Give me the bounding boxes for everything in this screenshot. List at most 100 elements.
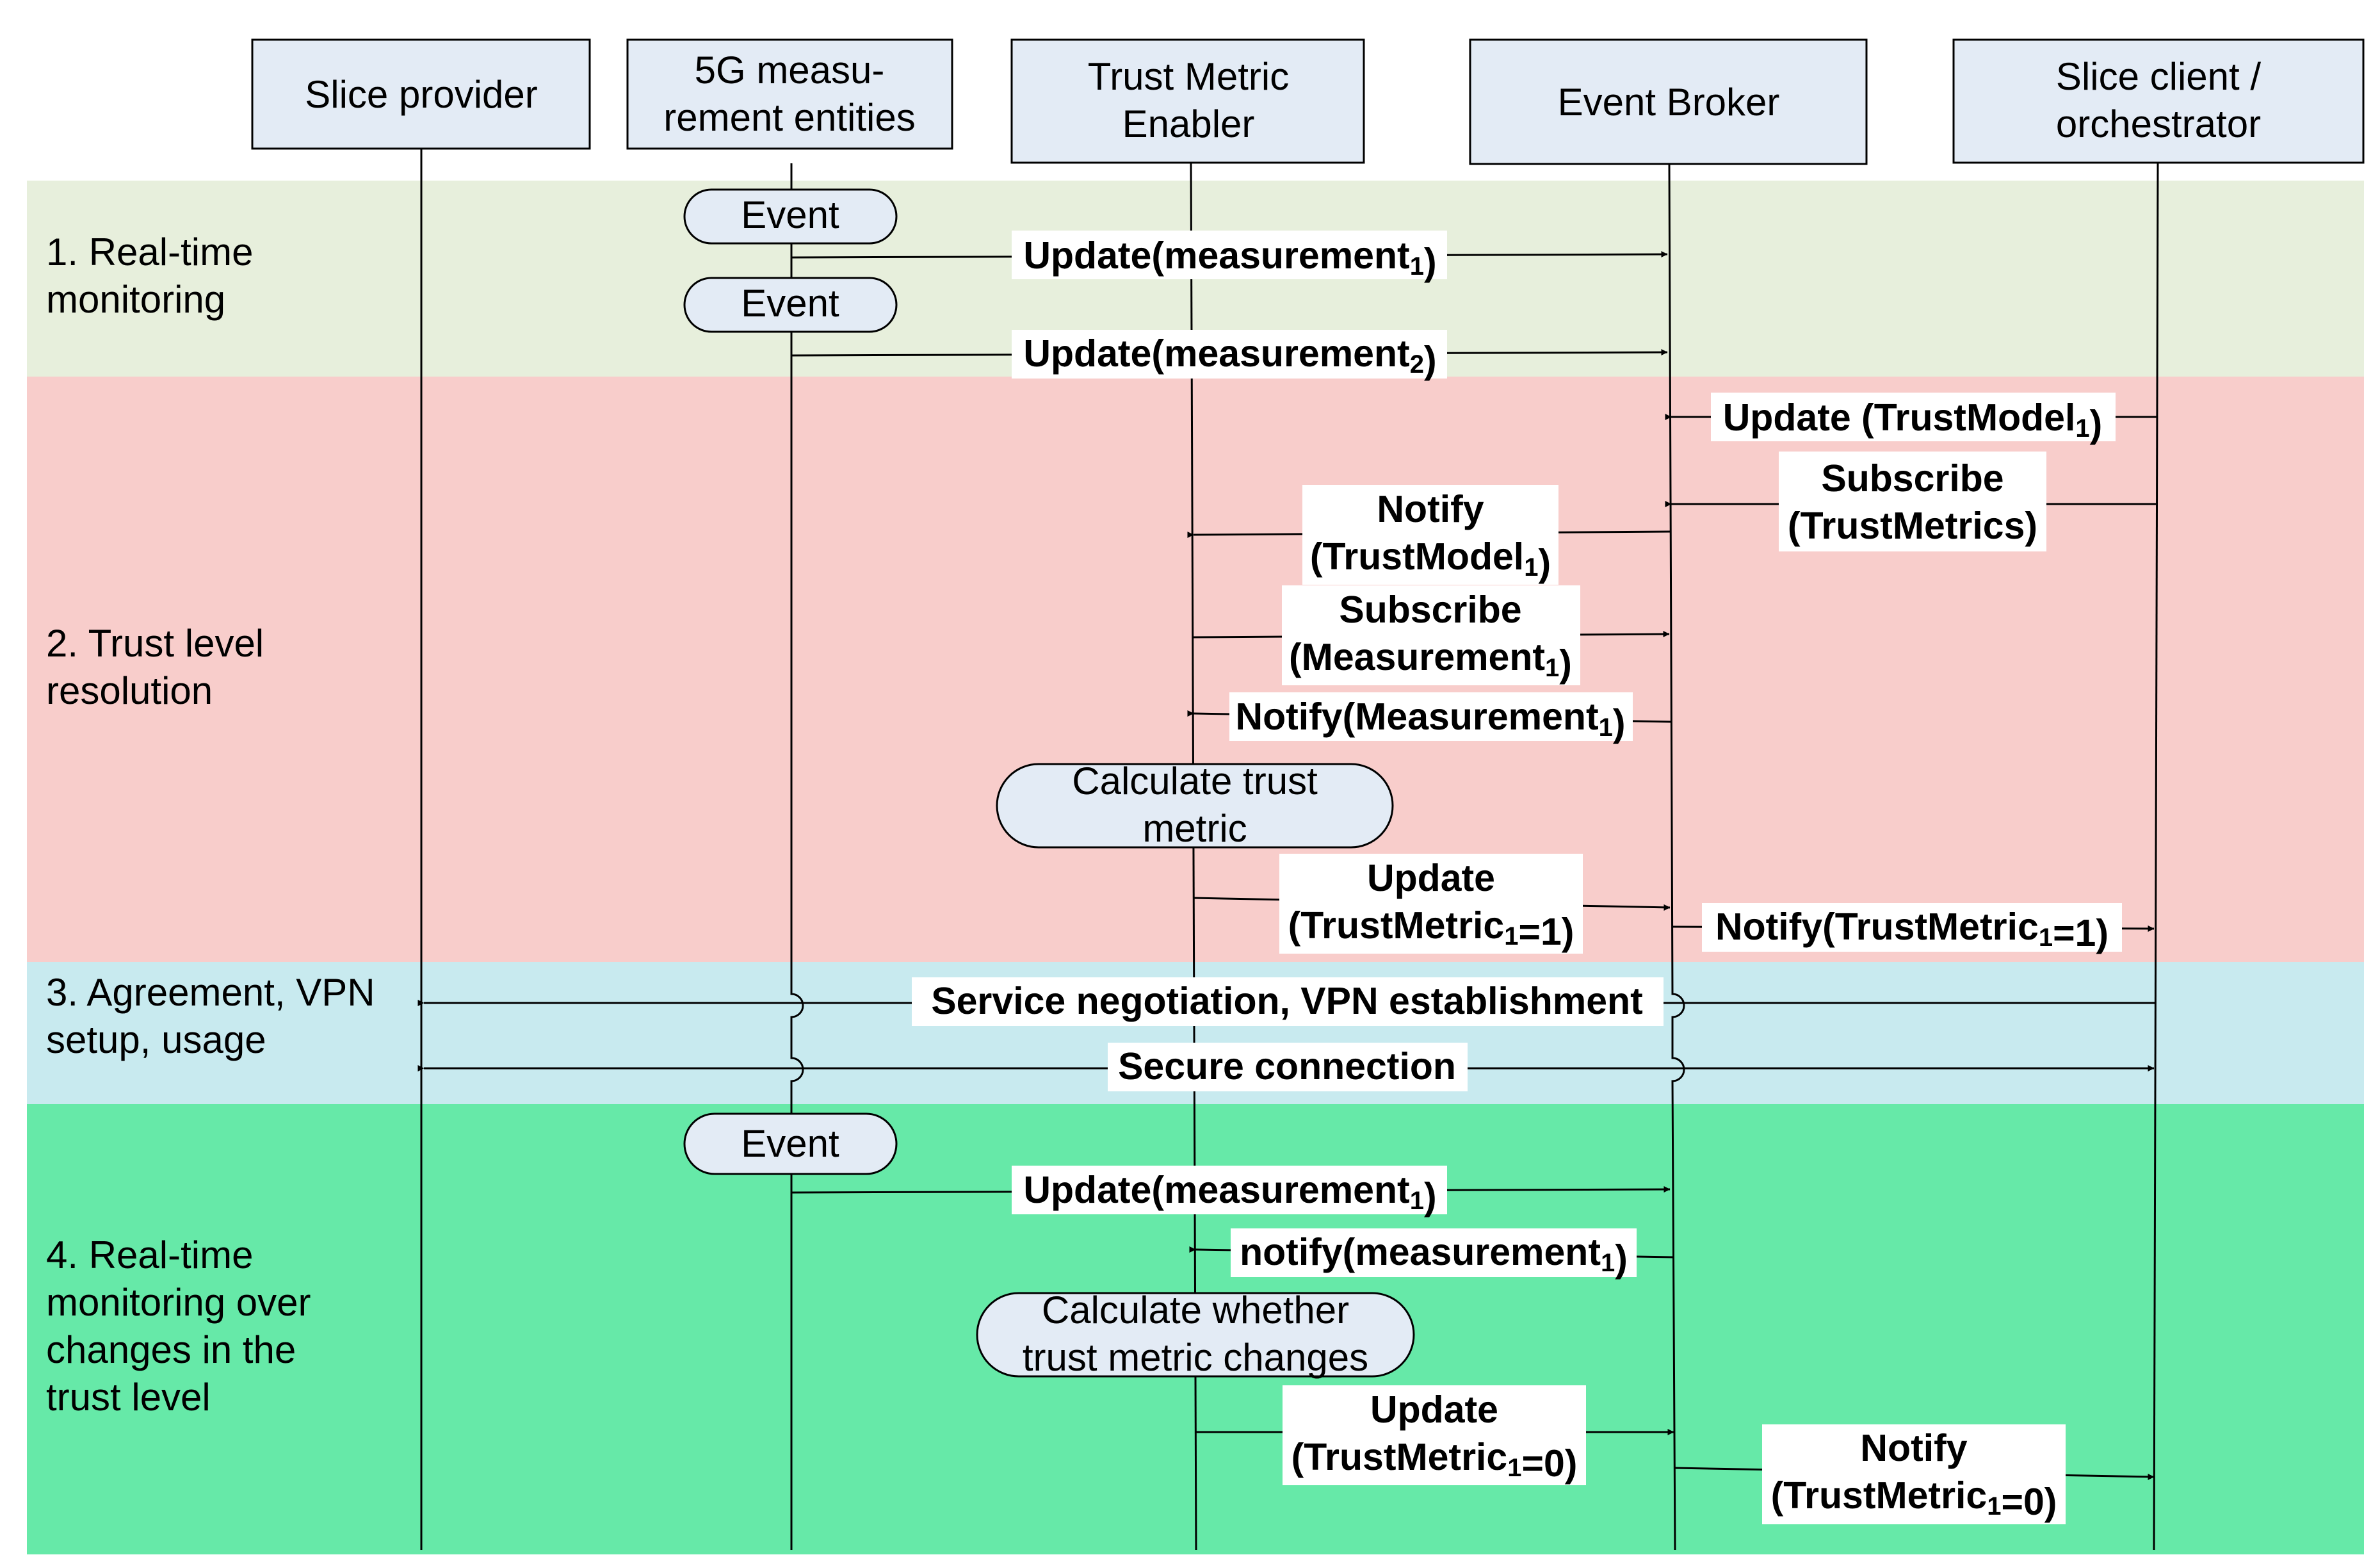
activity-event-2-label: Event <box>741 282 839 325</box>
label-update-measurement1-b: Update(measurement1) <box>1023 1169 1436 1218</box>
label-notify-measurement1: Notify(Measurement1) <box>1235 696 1625 744</box>
message-labels: Update(measurement1) Update(measurement2… <box>912 231 2122 1524</box>
text-run: notify(measurement <box>1240 1231 1601 1273</box>
label-notify-trustmetric1-0: Notify (TrustMetric1=0) <box>1771 1427 2057 1523</box>
label-update-trustmetric1-1-line-1: Update <box>1367 857 1495 899</box>
actor-measurement-entities: 5G measu-rement entities <box>626 38 953 150</box>
label-secure-connection-line-1: Secure connection <box>1118 1045 1456 1087</box>
label-bg-update-measurement1-a <box>1012 231 1447 279</box>
actor-measurement-entities-label-line-2: rement entities <box>663 96 916 139</box>
text-run: Notify <box>1860 1427 1967 1469</box>
label-bg-update-trustmodel1 <box>1711 393 2116 441</box>
text-run: =1) <box>1519 911 1575 953</box>
label-update-trustmetric1-1-line-2: (TrustMetric1=1) <box>1288 904 1575 953</box>
label-notify-trustmodel1-line-2: (TrustModel1) <box>1310 535 1551 584</box>
subscript: 1 <box>1504 922 1518 950</box>
text-run: ) <box>1424 339 1437 381</box>
label-service-negotiation-line-1: Service negotiation, VPN establishment <box>931 980 1642 1022</box>
label-update-trustmodel1: Update (TrustModel1) <box>1723 396 2103 445</box>
text-run: (TrustModel <box>1310 535 1524 578</box>
activity-event-3-label-line-1: Event <box>741 1122 839 1165</box>
label-update-trustmetric1-0: Update (TrustMetric1=0) <box>1291 1389 1578 1485</box>
activity-event-1-label-line-1: Event <box>741 193 839 236</box>
text-run: ) <box>1538 542 1551 584</box>
text-run: ) <box>1424 241 1437 283</box>
text-run: ) <box>1559 642 1572 685</box>
lifeline-measurement-entities <box>790 163 804 1550</box>
label-update-trustmetric1-0-line-2: (TrustMetric1=0) <box>1291 1436 1578 1485</box>
subscript: 1 <box>1545 654 1559 682</box>
label-notify-trustmetric1-1: Notify(TrustMetric1=1) <box>1715 906 2109 954</box>
text-run: Subscribe <box>1821 457 2004 500</box>
actor-measurement-entities-label: 5G measu-rement entities <box>663 49 916 139</box>
subscript: 1 <box>2039 924 2053 952</box>
text-run: Update <box>1367 857 1495 899</box>
label-subscribe-trustmetrics-line-2: (TrustMetrics) <box>1788 505 2037 547</box>
label-notify-trustmetric1-1-line-1: Notify(TrustMetric1=1) <box>1715 906 2109 954</box>
subscript: 1 <box>1410 252 1424 281</box>
label-bg-notify-measurement1-b <box>1231 1228 1637 1277</box>
text-run: Update(measurement <box>1023 234 1409 277</box>
phase-2-label-line-2: resolution <box>46 669 213 712</box>
text-run: (TrustMetric <box>1288 904 1505 947</box>
text-run: Subscribe <box>1339 589 1521 631</box>
label-bg-update-measurement2 <box>1012 330 1447 379</box>
text-run: =0) <box>1522 1442 1578 1485</box>
text-run: ) <box>1613 702 1626 744</box>
text-run: Notify <box>1377 488 1484 530</box>
actor-slice-provider-label-line-1: Slice provider <box>305 73 538 116</box>
text-run: ) <box>2090 403 2103 445</box>
label-update-trustmodel1-line-1: Update (TrustModel1) <box>1723 396 2103 445</box>
label-bg-update-measurement1-b <box>1012 1166 1447 1214</box>
actor-slice-client-label-line-1: Slice client / <box>2056 55 2261 98</box>
text-run: Service negotiation, VPN establishment <box>931 980 1642 1022</box>
text-run: (Measurement <box>1289 636 1545 678</box>
text-run: Update(measurement <box>1023 332 1409 375</box>
text-run: Update <box>1370 1389 1498 1431</box>
label-update-measurement2: Update(measurement2) <box>1023 332 1436 381</box>
actors: Slice provider 5G measu-rement entities … <box>251 38 2365 165</box>
label-bg-subscribe-trustmetrics <box>1779 452 2046 551</box>
label-bg-service-negotiation <box>912 977 1664 1026</box>
text-run: =1) <box>2053 912 2109 954</box>
label-notify-measurement1-b-line-1: notify(measurement1) <box>1240 1231 1628 1280</box>
label-bg-notify-trustmetric1-1 <box>1702 903 2122 952</box>
text-run: Notify(Measurement <box>1235 696 1598 738</box>
phase-1-label-line-1: 1. Real-time <box>46 231 253 273</box>
lifeline-event-broker <box>1668 163 1685 1551</box>
activity-calc-trust-change-label-line-2: trust metric changes <box>1023 1336 1368 1379</box>
subscript: 1 <box>1987 1492 2001 1520</box>
label-bg-notify-trustmodel1 <box>1302 485 1558 585</box>
phase-4-label-line-3: changes in the <box>46 1328 296 1371</box>
subscript: 1 <box>1601 1249 1615 1277</box>
actor-slice-client: Slice client /orchestrator <box>1952 38 2365 164</box>
label-notify-measurement1-b: notify(measurement1) <box>1240 1231 1628 1280</box>
text-run: Secure connection <box>1118 1045 1456 1087</box>
label-subscribe-trustmetrics: Subscribe (TrustMetrics) <box>1788 457 2037 547</box>
subscript: 1 <box>1599 713 1613 742</box>
subscript: 1 <box>2075 414 2089 443</box>
text-run: ) <box>1424 1175 1437 1218</box>
activity-event-1: Event <box>683 188 898 245</box>
subscript: 1 <box>1410 1187 1424 1215</box>
label-notify-trustmetric1-0-line-2: (TrustMetric1=0) <box>1771 1474 2057 1523</box>
label-subscribe-measurement1-line-1: Subscribe <box>1339 589 1521 631</box>
label-update-measurement1-a: Update(measurement1) <box>1023 234 1436 283</box>
label-update-measurement2-line-1: Update(measurement2) <box>1023 332 1436 381</box>
phase-4-label-line-2: monitoring over <box>46 1281 311 1324</box>
activity-event-1-label: Event <box>741 193 839 236</box>
actor-event-broker-label: Event Broker <box>1558 81 1780 124</box>
label-subscribe-trustmetrics-line-1: Subscribe <box>1821 457 2004 500</box>
text-run: ) <box>1615 1237 1628 1280</box>
actor-slice-client-label: Slice client /orchestrator <box>2056 55 2261 145</box>
label-notify-trustmodel1-line-1: Notify <box>1377 488 1484 530</box>
actor-trust-metric-enabler-label-line-1: Trust Metric <box>1088 55 1289 98</box>
actor-slice-provider-label: Slice provider <box>305 73 538 116</box>
actor-slice-client-label-line-2: orchestrator <box>2056 102 2261 145</box>
